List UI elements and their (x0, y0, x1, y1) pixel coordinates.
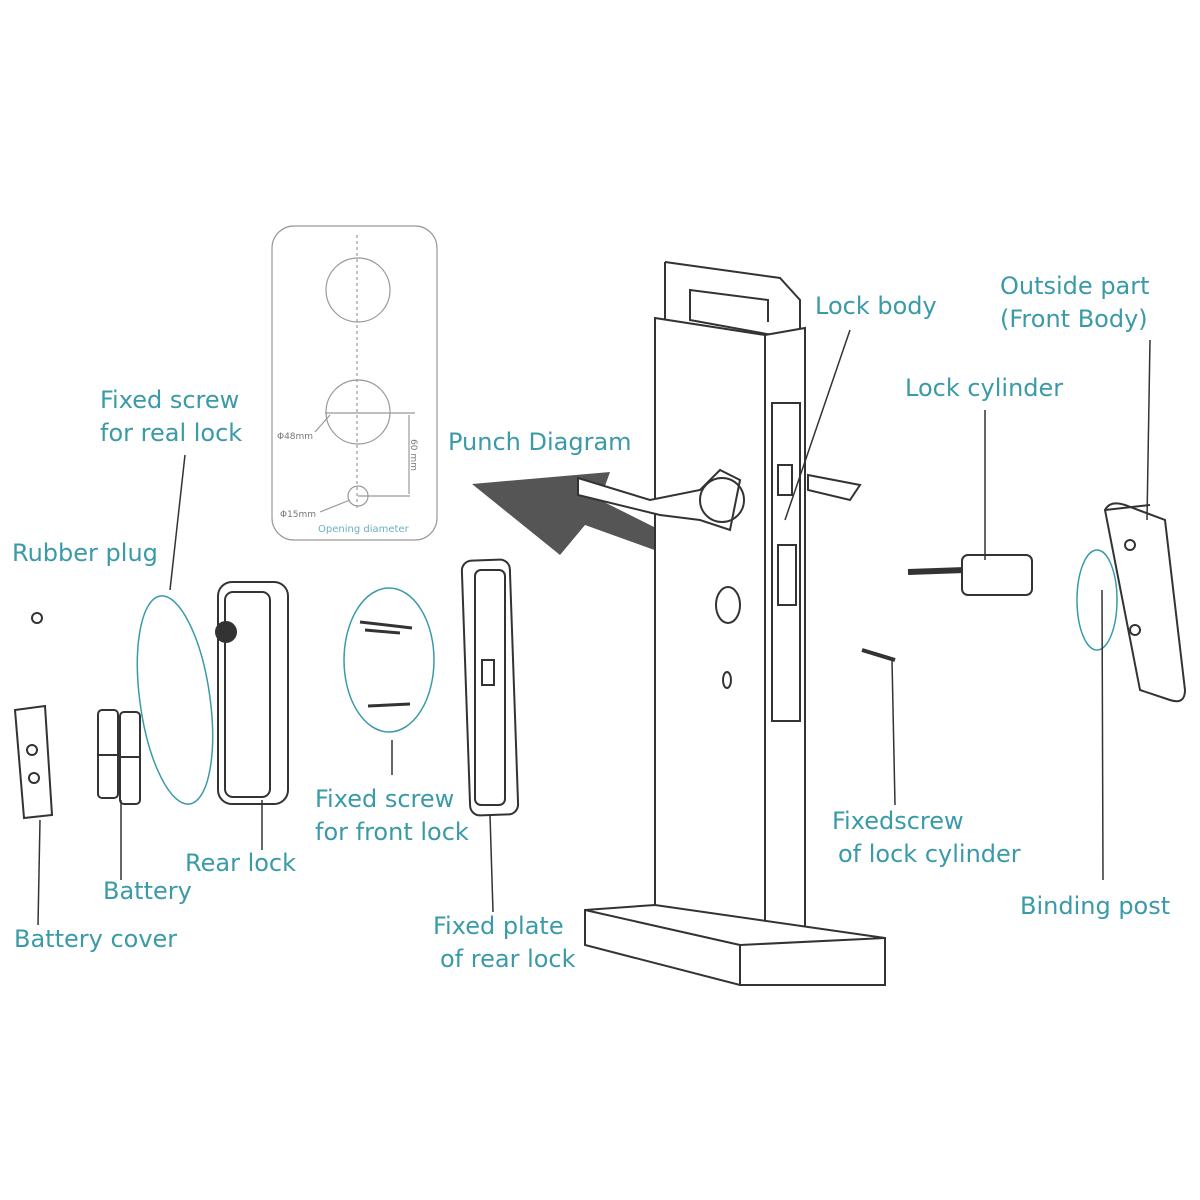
label-rear-lock: Rear lock (185, 849, 297, 877)
label-rubber-plug: Rubber plug (12, 539, 158, 567)
front-screw-ellipse (343, 587, 435, 733)
punch-small-diameter: Φ15mm (280, 510, 317, 520)
rubber-plug-part (31, 612, 43, 624)
rear-screw-ellipse (136, 595, 214, 805)
label-battery: Battery (103, 877, 192, 905)
battery-cover-part (13, 704, 54, 820)
rear-lock-part (215, 581, 289, 805)
binding-post-ellipse (1076, 549, 1118, 651)
punch-spacing: 60 mm (407, 439, 418, 471)
label-outside-part: Outside part(Front Body) (1000, 272, 1150, 333)
lock-cylinder-part (907, 554, 1033, 596)
label-lock-body: Lock body (815, 292, 937, 320)
label-battery-cover: Battery cover (14, 925, 178, 953)
front-screws (359, 620, 413, 708)
fixed-plate-part (460, 558, 520, 817)
leader-lines (37, 329, 1151, 926)
front-body-part (1103, 502, 1187, 703)
door-stand (577, 261, 886, 986)
label-binding-post: Binding post (1020, 892, 1171, 920)
label-lock-cylinder: Lock cylinder (905, 374, 1064, 402)
punch-large-diameter: Φ48mm (277, 432, 314, 442)
punch-diagram-card (271, 225, 438, 541)
cylinder-screw-part (861, 648, 896, 662)
label-punch-diagram: Punch Diagram (448, 428, 632, 456)
battery-part (97, 709, 141, 805)
punch-caption: Opening diameter (318, 524, 409, 535)
